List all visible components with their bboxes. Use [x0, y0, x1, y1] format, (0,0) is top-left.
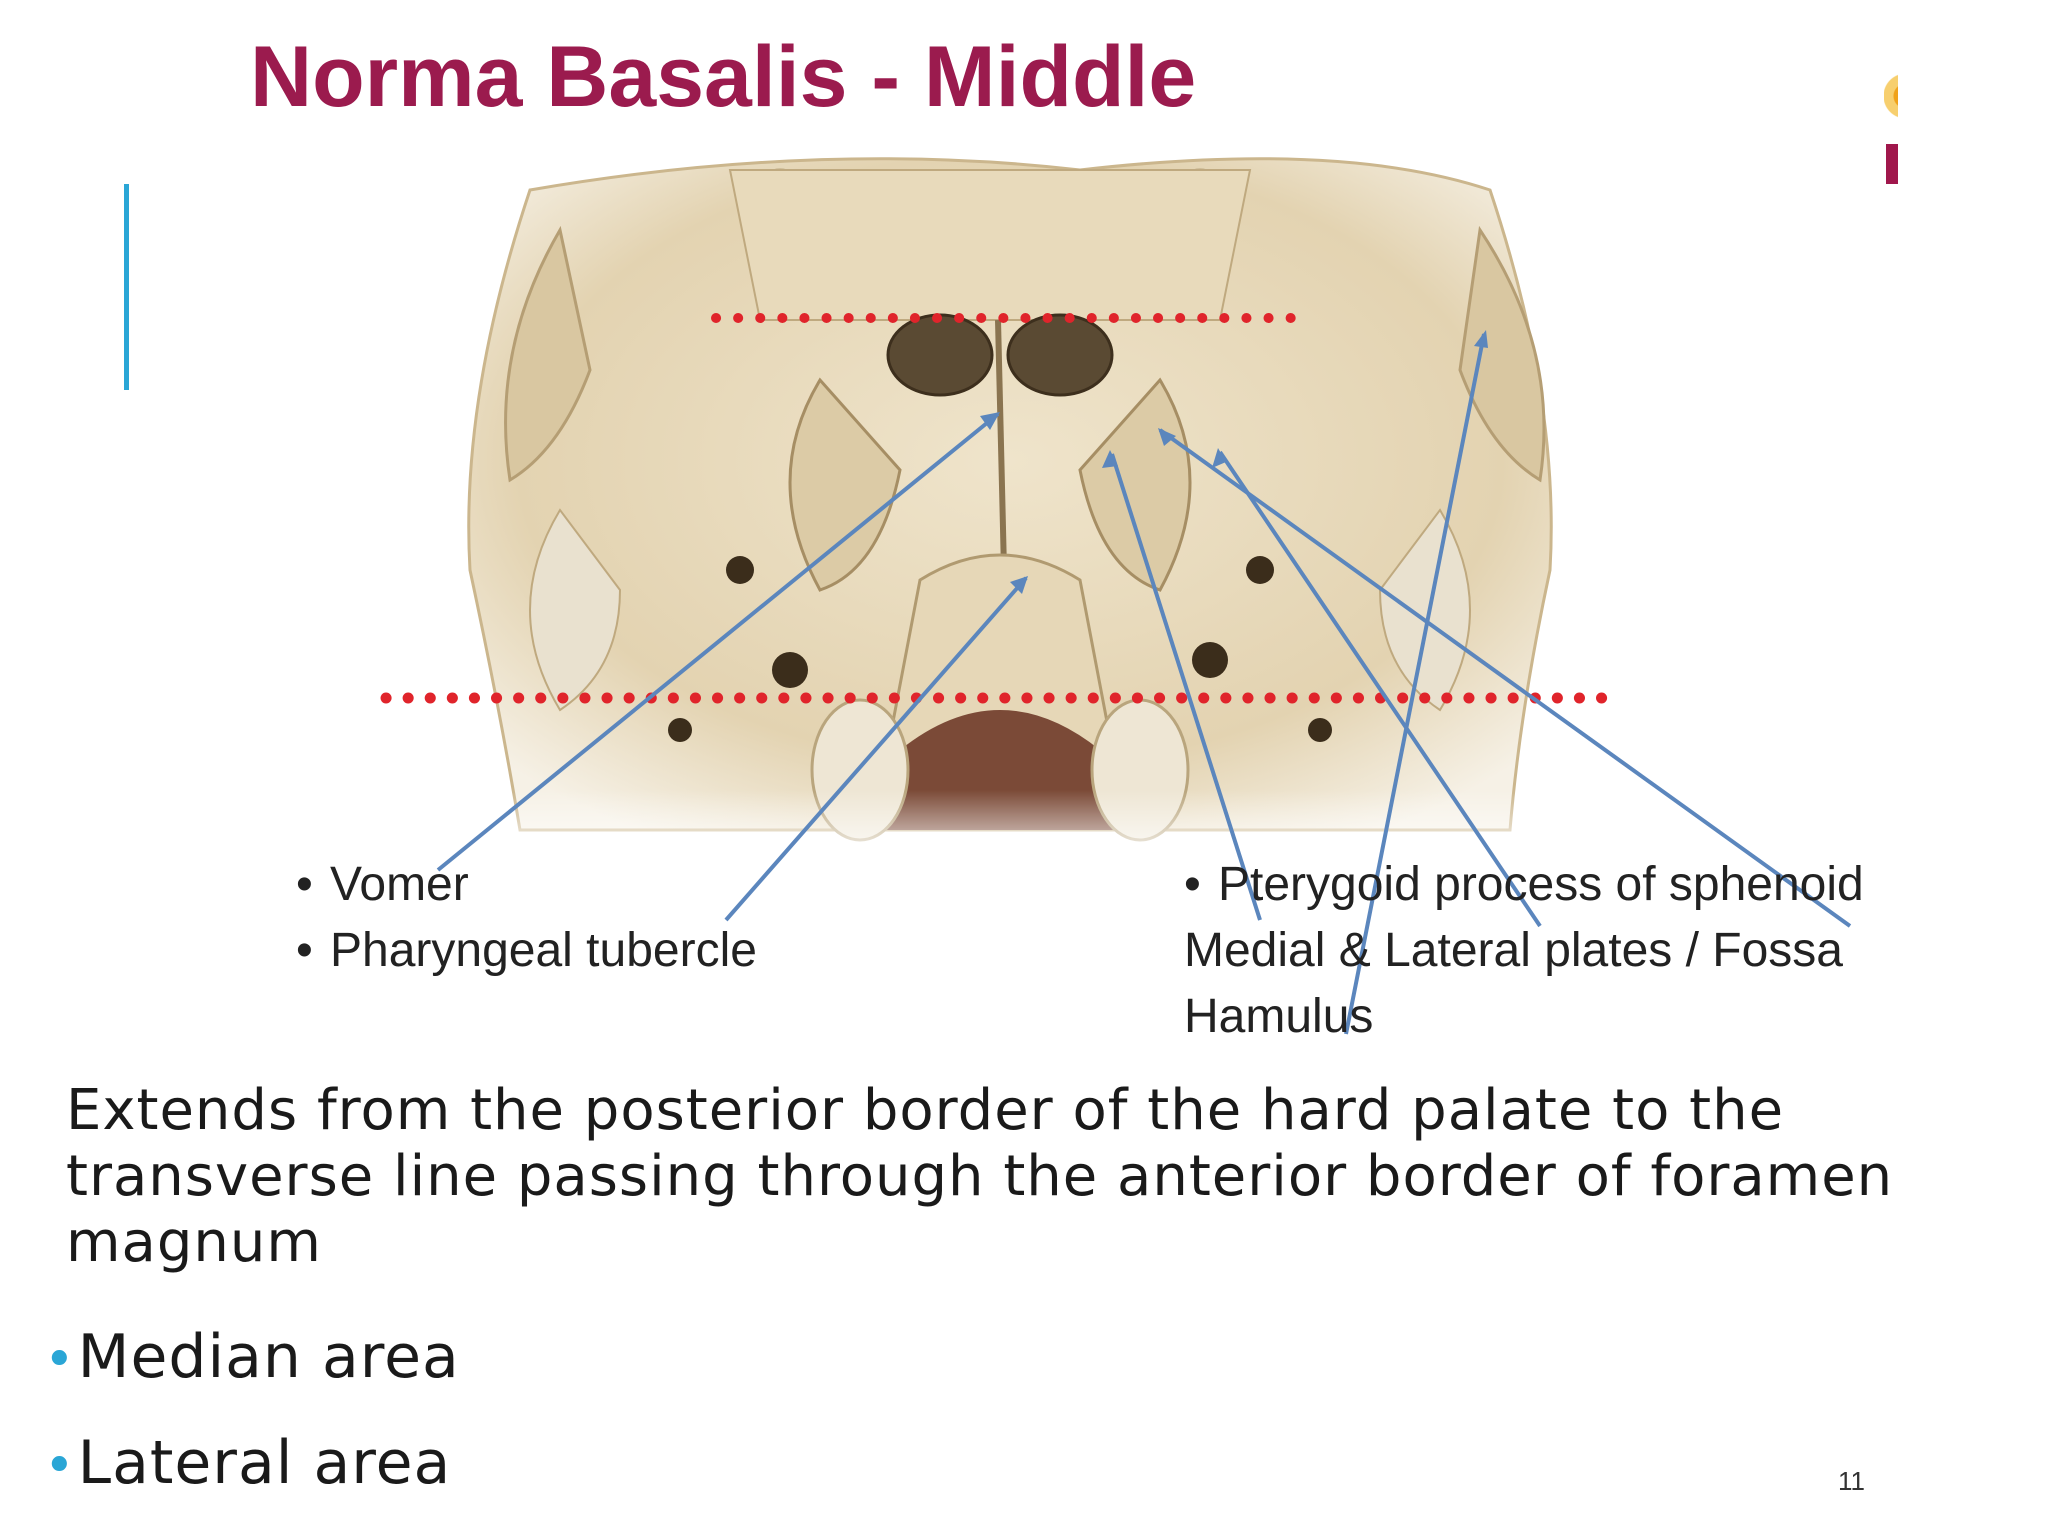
- page-number: 11: [1838, 1466, 1865, 1496]
- body-description: Extends from the posterior border of the…: [66, 1078, 1894, 1275]
- skull-base-illustration: [380, 157, 1852, 1035]
- label-hamulus: Hamulus: [1184, 990, 1374, 1043]
- logo-sun-icon: [1884, 66, 1898, 126]
- bullet-dot-icon: •: [44, 1330, 76, 1390]
- label-medial-lateral-plates: Medial & Lateral plates / Fossa: [1184, 924, 1843, 977]
- figure-labels-right: Pterygoid process of sphenoid Medial & L…: [1184, 852, 1900, 1050]
- logo: [1884, 66, 1898, 246]
- label-pterygoid-process: Pterygoid process of sphenoid: [1184, 852, 1900, 918]
- figure-labels-left: Vomer Pharyngeal tubercle: [296, 852, 757, 984]
- skull-outline: [467, 157, 1553, 832]
- arrow-medial-lateral-plates: [1218, 450, 1542, 928]
- logo-block: [1886, 144, 1898, 184]
- slide-title: Norma Basalis - Middle: [250, 29, 1197, 125]
- arrow-pharyngeal-tubercle: [724, 576, 1028, 922]
- bullet-lateral-area: •Lateral area: [44, 1428, 451, 1498]
- label-pharyngeal-tubercle: Pharyngeal tubercle: [296, 918, 757, 984]
- accent-bar: [124, 184, 129, 390]
- bullet-median-area: •Median area: [44, 1322, 460, 1392]
- arrow-pterygoid-process: [1110, 453, 1262, 921]
- bullet-median-area-text: Median area: [77, 1322, 460, 1392]
- arrow-vomer: [436, 412, 1000, 872]
- skull-base-figure: [260, 150, 1900, 1050]
- label-vomer: Vomer: [296, 852, 757, 918]
- bullet-dot-icon: •: [44, 1436, 76, 1496]
- arrow-fossa: [1158, 428, 1852, 928]
- bullet-lateral-area-text: Lateral area: [77, 1428, 452, 1498]
